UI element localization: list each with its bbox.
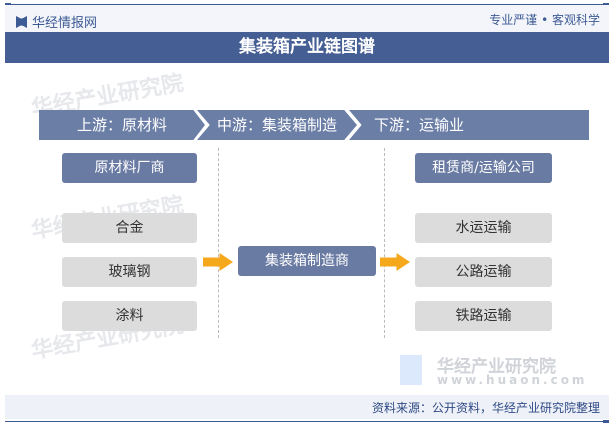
divider-cap (603, 420, 609, 423)
upstream-item: 涂料 (62, 301, 197, 331)
downstream-item: 铁路运输 (415, 301, 552, 331)
watermark-brand: 华经产业研究院 (437, 357, 556, 377)
downstream-heading: 租赁商/运输公司 (415, 153, 552, 183)
page-title: 集装箱产业链图谱 (5, 32, 609, 63)
watermark-logo-icon (400, 355, 422, 385)
divider (384, 148, 385, 338)
upstream-item: 合金 (62, 213, 197, 243)
arrow-right-icon (380, 253, 410, 271)
stage-downstream: 下游：运输业 (349, 110, 489, 140)
downstream-item: 公路运输 (415, 257, 552, 287)
stage-downstream-tail (485, 110, 589, 140)
watermark-url: www.huaon.com (437, 373, 588, 387)
divider (218, 148, 219, 338)
top-divider (5, 4, 609, 5)
arrow-right-icon (203, 253, 233, 271)
slogan: 专业严谨 • 客观科学 (489, 13, 600, 27)
stage-midstream: 中游：集装箱制造 (197, 110, 357, 140)
source-note: 资料来源：公开资料，华经产业研究院整理 (371, 401, 600, 415)
divider-cap (603, 3, 609, 6)
bottom-divider (5, 421, 609, 422)
stage-upstream: 上游：原材料 (39, 110, 205, 140)
downstream-item: 水运运输 (415, 213, 552, 243)
upstream-item: 玻璃钢 (62, 257, 197, 287)
upstream-heading: 原材料厂商 (62, 153, 197, 183)
logo-text: 华经情报网 (32, 16, 98, 31)
logo-icon (16, 16, 27, 28)
footer-bar (5, 395, 609, 419)
logo: 华经情报网 (16, 12, 97, 31)
divider-cap (5, 3, 11, 6)
midstream-item: 集装箱制造商 (238, 246, 376, 276)
header-bar (5, 5, 609, 32)
